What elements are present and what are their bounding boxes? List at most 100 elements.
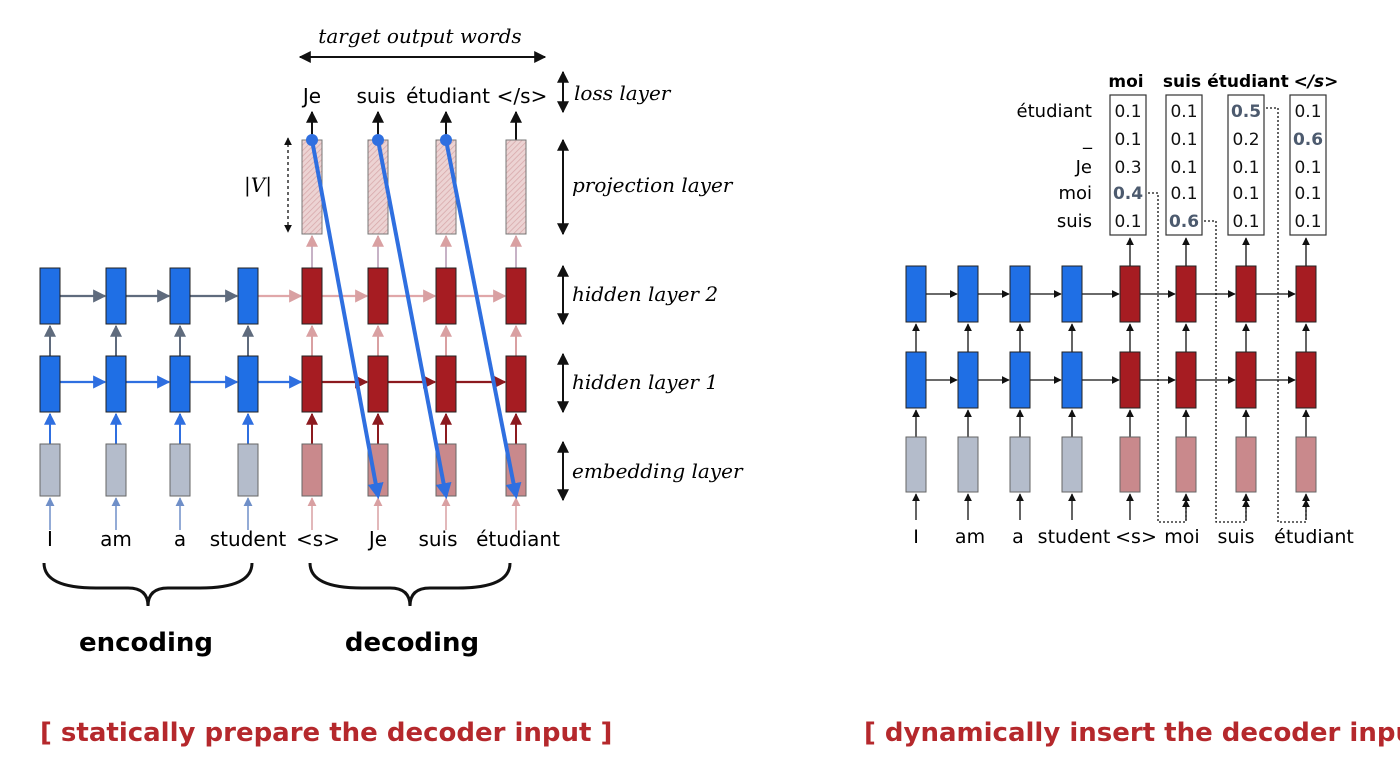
hidden1-cell [905, 351, 927, 409]
probability-column-box [1109, 94, 1147, 236]
probability-value: 0.1 [1170, 102, 1197, 122]
dynamic-decoder-diagram: moi suis étudiant </s> étudiant _ Je moi… [905, 72, 1354, 548]
hidden2-cell [1061, 265, 1083, 323]
vocab-row-labels: étudiant _ Je moi suis [1017, 101, 1093, 232]
probability-value: 0.1 [1294, 212, 1321, 232]
prob-column-headers: moi suis étudiant </s> [1108, 72, 1338, 92]
hidden1-cell [39, 355, 61, 413]
probability-value: 0.1 [1232, 212, 1259, 232]
probability-column-box [1165, 94, 1203, 236]
vocab-row-label: étudiant [1017, 101, 1092, 122]
probability-value: 0.1 [1114, 130, 1141, 150]
probability-value: 0.6 [1169, 212, 1199, 232]
dynamic-feed-path [1204, 220, 1250, 523]
hidden2-cell [505, 267, 527, 325]
dynamic-caption: [ dynamically insert the decoder input ] [864, 718, 1400, 748]
feed-next-input-arrow [444, 139, 522, 500]
vocab-size-label: |V| [244, 173, 272, 198]
input-word: am [955, 526, 985, 548]
output-word: suis [356, 84, 395, 108]
projection-cell [435, 139, 457, 235]
probability-value: 0.3 [1114, 158, 1141, 178]
embedding-cell [301, 443, 323, 497]
prob-column-header: moi [1108, 72, 1143, 92]
hidden-layer-2-label: hidden layer 2 [572, 282, 718, 306]
probability-value: 0.2 [1232, 130, 1259, 150]
hidden2-cell [237, 267, 259, 325]
hidden2-cell [1009, 265, 1031, 323]
embedding-cell [1175, 436, 1197, 493]
hidden1-cell [957, 351, 979, 409]
output-word: étudiant [406, 84, 490, 108]
loss-layer-label: loss layer [574, 81, 672, 105]
probability-column-box [1289, 94, 1327, 236]
vocab-row-label: moi [1058, 183, 1092, 204]
embedding-layer-label: embedding layer [572, 459, 744, 483]
input-word: étudiant [1274, 526, 1354, 548]
hidden1-cell [1235, 351, 1257, 409]
input-word: a [174, 527, 186, 551]
hidden1-cell [1119, 351, 1141, 409]
probability-value: 0.1 [1232, 184, 1259, 204]
hidden2-cell [1235, 265, 1257, 323]
output-word: </s> [497, 84, 548, 108]
probability-value: 0.1 [1294, 158, 1321, 178]
left-input-words: I am a student <s> Je suis étudiant [47, 527, 560, 551]
prob-column-header: </s> [1294, 72, 1339, 92]
dynamic-feed-path [1266, 107, 1310, 523]
hidden2-cell [39, 267, 61, 325]
input-word: étudiant [476, 527, 560, 551]
output-word: Je [301, 84, 321, 108]
probability-table: 0.1 0.1 0.3 0.4 0.1 0.1 0.1 0.1 0.1 0.6 0.5 0.2 0.1 0… [1109, 94, 1327, 236]
hidden2-cell [367, 267, 389, 325]
embedding-cell [1061, 436, 1083, 493]
probability-value: 0.1 [1114, 102, 1141, 122]
probability-value: 0.4 [1113, 184, 1143, 204]
hidden1-cell [169, 355, 191, 413]
hidden2-cell [1175, 265, 1197, 323]
encoding-label: encoding [79, 628, 213, 658]
input-word: I [913, 526, 919, 548]
right-network-cells [905, 107, 1317, 523]
probability-value: 0.5 [1231, 102, 1261, 122]
input-word: I [47, 527, 53, 551]
hidden2-cell [1295, 265, 1317, 323]
hidden1-cell [505, 355, 527, 413]
feed-next-input-arrow [376, 139, 452, 500]
layer-labels: loss layer projection layer hidden layer… [557, 70, 744, 502]
left-network-cells [39, 110, 527, 530]
embedding-cell [957, 436, 979, 493]
output-words: Je suis étudiant </s> [301, 84, 547, 108]
hidden1-cell [1061, 351, 1083, 409]
target-output-words-label: target output words [318, 24, 521, 48]
probability-value: 0.1 [1232, 158, 1259, 178]
input-word: Je [367, 527, 387, 551]
decoding-label: decoding [345, 628, 479, 658]
embedding-cell [39, 443, 61, 497]
prob-column-header: étudiant [1207, 72, 1288, 92]
hidden1-cell [435, 355, 457, 413]
projection-layer-label: projection layer [572, 173, 734, 197]
prob-column-header: suis [1163, 72, 1201, 92]
hidden2-cell [1119, 265, 1141, 323]
encoding-brace [42, 562, 254, 607]
input-word: <s> [1115, 526, 1157, 548]
static-caption: [ statically prepare the decoder input ] [40, 718, 613, 748]
probability-value: 0.1 [1294, 102, 1321, 122]
hidden1-cell [1295, 351, 1317, 409]
embedding-cell [1295, 436, 1317, 493]
probability-value: 0.1 [1170, 184, 1197, 204]
vocab-row-label: Je [1075, 157, 1092, 178]
input-word: student [210, 527, 287, 551]
right-input-words: I am a student <s> moi suis étudiant [913, 526, 1354, 548]
feed-next-input-arrow [310, 139, 384, 500]
probability-value: 0.6 [1293, 130, 1323, 150]
embedding-cell [905, 436, 927, 493]
hidden2-cell [957, 265, 979, 323]
probability-value: 0.1 [1170, 158, 1197, 178]
probability-value: 0.1 [1114, 212, 1141, 232]
input-word: moi [1164, 526, 1199, 548]
vocab-row-label: _ [1082, 129, 1093, 150]
input-word: student [1038, 526, 1111, 548]
